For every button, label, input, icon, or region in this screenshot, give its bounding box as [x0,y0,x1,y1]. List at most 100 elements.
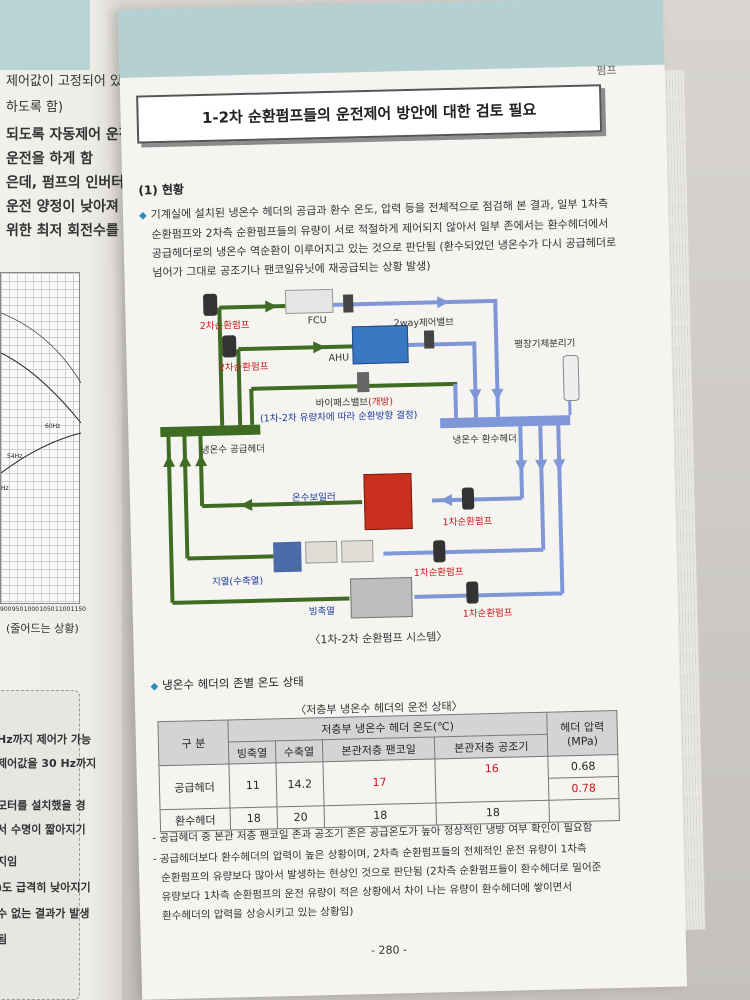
boiler-supply [198,436,205,507]
header-temperature-table: 구 분 저층부 냉온수 헤더 온도(℃) 헤더 압력(MPa) 빙축열 수축열 … [157,710,620,832]
return-header-label: 냉온수 환수헤더 [452,433,517,446]
pump-icon [461,487,475,510]
pressure-cell: 0.68 [547,754,619,779]
fcu-return-line [332,298,498,307]
bullet-icon: ◆ [138,210,147,222]
supply-riser-2 [236,349,243,426]
ice-storage-label: 빙축열 [308,605,336,618]
title-box: 1-2차 순환펌프들의 운전제어 방안에 대한 검토 필요 [136,84,603,144]
supply-to-ahu [238,344,354,352]
left-page: 제어값이 고정되어 있는 경우 하도록 함) 되도록 자동제어 운전 운전을 하… [0,0,181,1000]
box-line: )도 급격히 낮아지기 [0,881,91,894]
bullet-icon: ◆ [150,681,159,693]
box-line: 됨 [0,933,8,946]
storage-tank-icon [341,539,374,563]
ice-storage-icon [349,576,413,619]
geothermal-label: 지열(수축열) [211,575,264,588]
control-valve-icon [343,294,354,313]
box-line: Hz까지 제어가 가능 [0,733,92,746]
return-to-geothermal [538,425,546,550]
supply-riser-1 [217,307,225,426]
ahu-unit-icon [351,325,409,365]
left-info-box: Hz까지 제어가 가능 제어값을 30 Hz까지 모터를 설치했을 경 서 수명… [0,690,96,1000]
fcu-unit-icon [284,288,334,314]
axis-tick: 950 [11,606,24,613]
expansion-tank-label: 팽창기체분리기 [514,337,576,351]
return-header-pipe [440,415,571,429]
pressure-unit-text: (MPa) [566,734,599,749]
boiler-label: 온수보일러 [291,491,336,504]
pump-icon [433,540,446,563]
pump-icon [221,335,237,358]
axis-tick: 1100 [55,606,71,613]
pump2-label-b: 2차순환펌프 [218,361,269,374]
page-header-band [118,0,665,78]
ahu-return-riser [472,343,479,418]
piping-diagram-svg [160,296,572,605]
heat-exchanger-icon [273,541,302,573]
right-page: 펌프 1-2차 순환펌프들의 운전제어 방안에 대한 검토 필요 (1) 현황 … [118,0,688,1000]
box-line: 모터를 설치했을 경 [0,799,86,812]
graph-label-54: 54Hz [7,453,23,460]
running-header: 펌프 [596,63,617,78]
section-heading-text: 냉온수 헤더의 존별 온도 상태 [162,674,304,693]
left-page-header-band [0,0,90,70]
pump1-label-c: 1차순환펌프 [462,607,513,620]
control-valve-icon [423,330,435,349]
subheader-cell: 수축열 [275,739,323,763]
left-line-2: 하도록 함) [6,100,64,115]
pressure-cell-highlight: 0.78 [548,776,619,801]
table-cell-highlight: 17 [322,758,437,806]
table-cell-highlight: 16 [435,756,549,781]
table-cell: 11 [228,762,277,809]
bypass-line [251,381,458,391]
subheader-cell: 본관저층 공조기 [434,734,548,759]
page-title: 1-2차 순환펌프들의 운전제어 방안에 대한 검토 필요 [201,100,537,127]
return-to-ice [556,425,565,594]
page-number: - 280 - [370,943,408,958]
left-line-4: 운전을 하게 함 [6,151,94,167]
subheader-cell: 빙축열 [228,740,276,765]
axis-tick: 1050 [39,606,55,613]
supply-header-pipe [160,424,261,438]
section-heading-zone-temps: ◆냉온수 헤더의 존별 온도 상태 [150,674,304,694]
pump-system-diagram: 2차순환펌프 2차순환펌프 FCU AHU 2way제어밸브 팽창기체분리기 바… [137,268,615,629]
pressure-header-text: 헤더 압력 [560,720,605,735]
left-line-3: 되도록 자동제어 운전 [6,127,132,143]
box-line: 지임 [0,855,18,868]
pressure-header: 헤더 압력(MPa) [546,710,618,757]
pump-icon [202,293,218,317]
bypass-open-text: (개방) [367,396,394,409]
subheader-cell: 본관저층 팬코일 [322,736,436,762]
box-line: 제어값을 30 Hz까지 [0,757,97,770]
bypass-valve-icon [356,371,370,393]
two-way-valve-label: 2way제어밸브 [393,316,455,330]
note-2: - 공급헤더보다 환수헤더의 압력이 높은 상황이며, 2차측 순환펌프들의 전… [153,838,665,926]
left-line-6: 운전 양정이 낮아져 일정 [6,199,150,215]
axis-tick: 1000 [23,606,39,613]
ahu-return-line [408,341,477,348]
expansion-tank-icon [562,354,580,402]
pump-curve-lines [0,312,82,474]
graph-label-hz: Hz [1,485,9,492]
supply-header-label: 냉온수 공급헤더 [200,443,266,457]
col-group-header: 구 분 [157,720,229,766]
ahu-label: AHU [328,352,350,364]
table-cell-empty [435,778,549,803]
boiler-icon [363,472,413,531]
left-note: (줄어드는 상황) [6,622,79,635]
section-heading-current: (1) 현황 [138,182,185,198]
box-line: 서 수명이 짧아지기 [0,823,86,836]
box-line: 수 없는 결과가 발생 [0,907,90,920]
pump2-label-a: 2차순환펌프 [199,319,250,333]
pump1-label-b: 1차순환펌프 [413,566,464,579]
pump1-label-a: 1차순환펌프 [442,516,493,529]
fcu-label: FCU [307,314,327,327]
bypass-return [453,383,459,418]
supply-riser-3 [249,388,255,425]
pump-icon [466,581,479,604]
pump-curve-graph: 60Hz 54Hz Hz [0,272,82,604]
axis-tick: 1150 [70,606,86,613]
graph-label-60: 60Hz [45,423,61,430]
